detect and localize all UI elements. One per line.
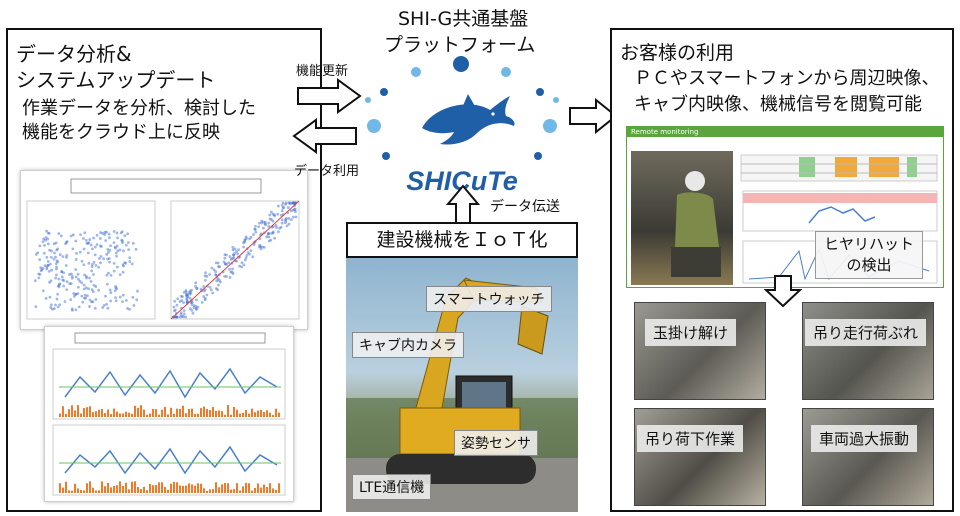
customer-desc-line1: ＰＣやスマートフォンから周辺映像、 [634, 68, 940, 89]
hiyari-line2: の検出 [846, 256, 892, 274]
down-arrow-icon [764, 275, 802, 308]
customer-desc-line2: キャブ内映像、機械信号を閲覧可能 [634, 94, 922, 115]
logo-dot [543, 119, 557, 133]
platform-title-line1: SHI-G共通基盤 [398, 8, 529, 30]
up-arrow-icon [446, 184, 480, 225]
timeseries-chart-image [44, 326, 294, 502]
dolphin-icon [422, 94, 515, 145]
right-arrow-icon [297, 78, 362, 114]
posture-sensor-label: 姿勢センサ [454, 430, 538, 456]
logo-dot [380, 88, 388, 96]
hiyari-line1: ヒヤリハット [824, 235, 915, 253]
event-thumbnail[interactable]: 吊り走行荷ぶれ [802, 302, 934, 400]
cab-video [631, 151, 733, 285]
event-label: 吊り荷下作業 [637, 425, 744, 452]
logo-dot [553, 97, 559, 103]
iot-title: 建設機械をＩｏＴ化 [376, 229, 548, 251]
iot-title-box: 建設機械をＩｏＴ化 [346, 222, 578, 258]
event-thumbnail[interactable]: 車両過大振動 [802, 408, 934, 506]
analysis-heading-line2: システムアップデート [16, 68, 216, 92]
analysis-panel: データ分析& システムアップデート 作業データを分析、検討した 機能をクラウド上… [6, 28, 322, 512]
data-transfer-label: データ伝送 [490, 199, 560, 215]
logo-dot [365, 97, 371, 103]
data-use-label: データ利用 [294, 164, 360, 179]
event-label: 吊り走行荷ぶれ [805, 319, 927, 346]
customer-panel: お客様の利用 ＰＣやスマートフォンから周辺映像、 キャブ内映像、機械信号を閲覧可… [610, 28, 954, 512]
logo-dot [367, 119, 381, 133]
logo-dot [536, 88, 544, 96]
analysis-desc-line2: 機能をクラウド上に反映 [22, 122, 220, 143]
update-label: 機能更新 [296, 64, 349, 79]
scatter-plots-graphic [26, 178, 300, 320]
customer-heading: お客様の利用 [620, 42, 735, 64]
app-header-title: Remote monitoring [631, 128, 699, 136]
left-arrow-icon [292, 118, 357, 154]
lte-label: LTE通信機 [352, 474, 432, 500]
app-header-bar: Remote monitoring [627, 127, 943, 137]
analysis-desc-line1: 作業データを分析、検討した [22, 98, 256, 119]
to-customer-arrow-icon [569, 98, 618, 134]
hiyari-callout: ヒヤリハット の検出 [815, 231, 924, 279]
event-thumbnail[interactable]: 玉掛け解け [634, 302, 766, 400]
event-label: 玉掛け解け [645, 319, 737, 346]
logo-dot [382, 152, 390, 160]
analysis-heading-line1: データ分析& [16, 42, 132, 66]
monitoring-app-screenshot: Remote monitoring ヒヤリハット の検出 [626, 126, 944, 288]
logo-dot [534, 152, 542, 160]
event-thumbnail[interactable]: 吊り荷下作業 [634, 408, 766, 506]
logo-dot [411, 67, 421, 77]
smartwatch-label: スマートウォッチ [426, 286, 552, 312]
timeseries-graphic [52, 332, 286, 496]
logo-dot [501, 67, 511, 77]
cab-camera-label: キャブ内カメラ [352, 332, 464, 358]
excavator-photo: スマートウォッチ キャブ内カメラ 姿勢センサ LTE通信機 [346, 258, 578, 512]
scatter-chart-image [20, 170, 308, 330]
platform-title-line2: プラットフォーム [384, 34, 536, 56]
logo-dot [453, 56, 469, 72]
event-label: 車両過大振動 [811, 425, 918, 452]
shicute-logo: SHICuTe [365, 56, 559, 196]
